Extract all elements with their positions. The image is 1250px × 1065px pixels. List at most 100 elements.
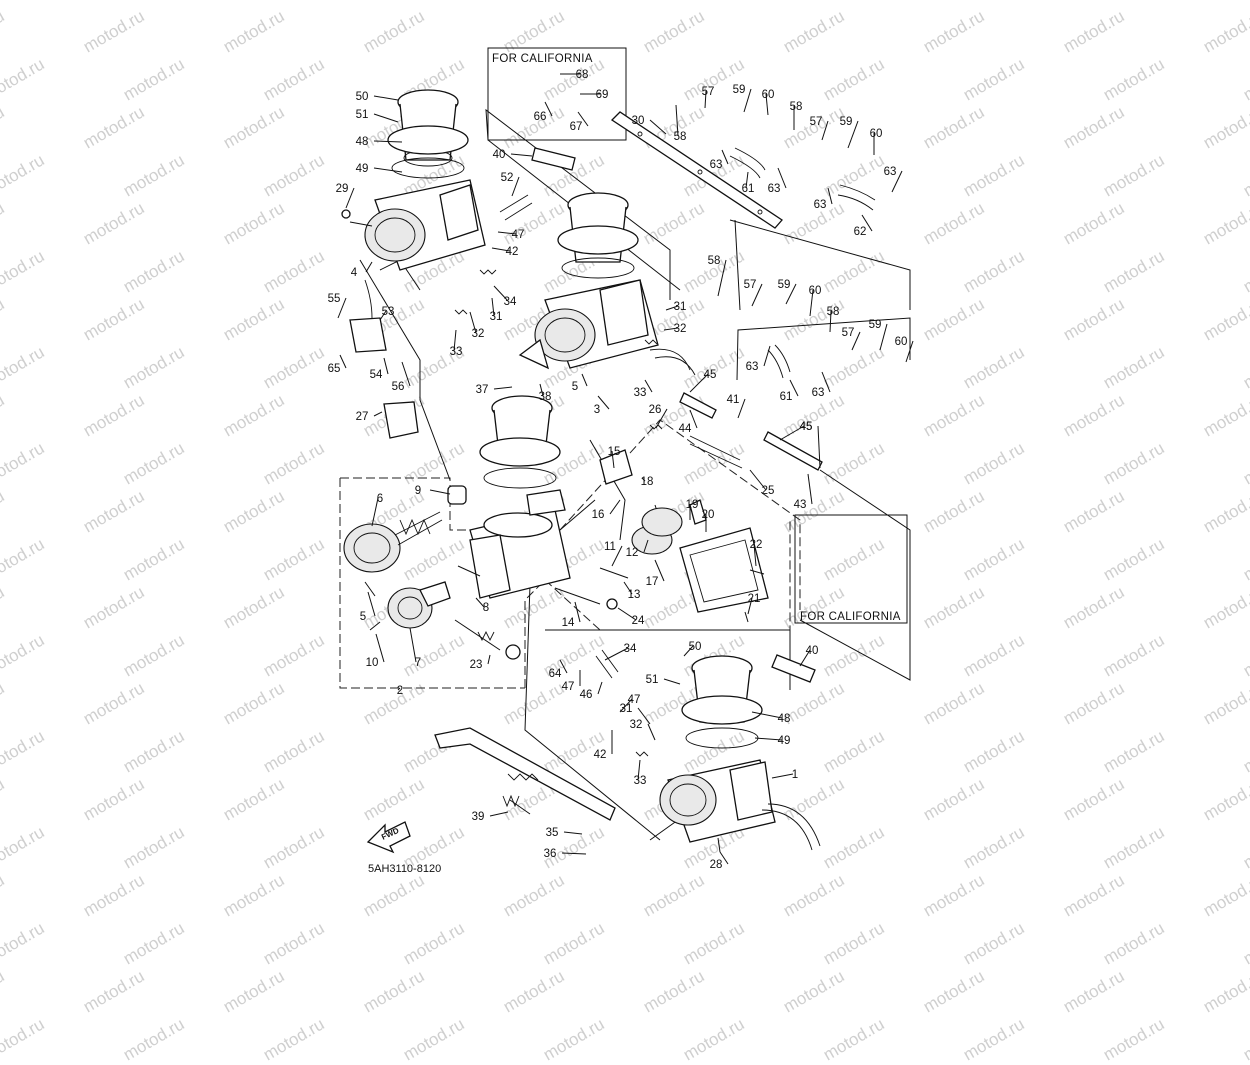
leader-line (771, 773, 794, 779)
watermark-text: motod.ru (960, 1014, 1028, 1065)
callout-22: 22 (750, 539, 763, 551)
callout-47: 47 (562, 681, 575, 693)
callout-26: 26 (649, 404, 662, 416)
callout-5: 5 (360, 611, 366, 623)
leader-line (373, 411, 383, 417)
callout-57: 57 (744, 279, 757, 291)
callout-50: 50 (356, 91, 369, 103)
callout-41: 41 (727, 394, 740, 406)
callout-56: 56 (392, 381, 405, 393)
leader-line (861, 214, 873, 232)
watermark-text: motod.ru (780, 966, 848, 1017)
callout-57: 57 (702, 86, 715, 98)
leader-line (743, 88, 752, 113)
callout-17: 17 (646, 576, 659, 588)
watermark-text: motod.ru (540, 1014, 608, 1065)
callout-33: 33 (634, 387, 647, 399)
leader-line (807, 473, 813, 505)
leader-line (847, 120, 859, 149)
leader-line (619, 698, 633, 713)
callout-42: 42 (594, 749, 607, 761)
leader-line (539, 383, 544, 397)
watermark-text: motod.ru (1100, 1014, 1168, 1065)
callout-63: 63 (768, 183, 781, 195)
callout-18: 18 (641, 476, 654, 488)
callout-36: 36 (544, 848, 557, 860)
callout-27: 27 (356, 411, 369, 423)
leader-line (623, 581, 633, 595)
callout-42: 42 (506, 246, 519, 258)
california-label-top: FOR CALIFORNIA (492, 53, 593, 65)
leader-line (745, 171, 749, 189)
leader-line (779, 425, 805, 441)
leader-line (785, 283, 797, 305)
carburetor-assembly-2 (343, 395, 571, 660)
callout-52: 52 (501, 172, 514, 184)
leader-line (749, 469, 767, 491)
leader-line (563, 831, 583, 835)
callout-51: 51 (646, 674, 659, 686)
leader-line (891, 170, 903, 193)
leader-line (379, 310, 387, 321)
leader-line (489, 811, 509, 817)
callout-30: 30 (632, 115, 645, 127)
leader-line (397, 687, 401, 691)
callout-66: 66 (534, 111, 547, 123)
callout-23: 23 (470, 659, 483, 671)
leader-line (649, 119, 667, 135)
callout-37: 37 (476, 384, 489, 396)
callout-1: 1 (792, 769, 798, 781)
callout-63: 63 (812, 387, 825, 399)
exploded-parts-diagram: FOR CALIFORNIA FOR CALIFORNIA (328, 47, 914, 875)
throttle-linkage-39 (434, 727, 616, 821)
leader-line (737, 398, 746, 419)
leader-line (475, 597, 485, 608)
callout-60: 60 (762, 89, 775, 101)
callout-55: 55 (328, 293, 341, 305)
leader-line (409, 627, 417, 663)
callout-34: 34 (624, 643, 637, 655)
watermark-text: motod.ru (400, 1014, 468, 1065)
leader-line (789, 379, 799, 397)
watermark-text: motod.ru (220, 966, 288, 1017)
callout-13: 13 (628, 589, 641, 601)
callout-58: 58 (674, 131, 687, 143)
callout-50: 50 (689, 641, 702, 653)
carburetor-assembly-3 (518, 192, 696, 376)
callout-40: 40 (806, 645, 819, 657)
callout-2: 2 (397, 685, 403, 697)
leader-line (663, 327, 679, 331)
leader-line (817, 425, 821, 469)
watermark-text: motod.ru (360, 966, 428, 1017)
callout-68: 68 (576, 69, 589, 81)
watermark-text: motod.ru (820, 1014, 888, 1065)
leader-line (365, 261, 373, 273)
leader-line (373, 167, 403, 173)
float-bowl-parts (554, 449, 769, 623)
callout-54: 54 (370, 369, 383, 381)
leader-line (654, 559, 665, 582)
callout-69: 69 (596, 89, 609, 101)
leader-line (763, 345, 771, 367)
callout-63: 63 (884, 166, 897, 178)
callout-33: 33 (634, 775, 647, 787)
leader-line (851, 331, 861, 351)
leader-line (453, 329, 457, 352)
watermark-text: motod.ru (0, 966, 8, 1017)
callout-63: 63 (746, 361, 759, 373)
callout-20: 20 (702, 509, 715, 521)
callout-31: 31 (490, 311, 503, 323)
leader-line (617, 607, 637, 621)
leader-line (469, 311, 477, 334)
leader-line (383, 357, 389, 375)
callout-48: 48 (356, 136, 369, 148)
leader-line (689, 409, 698, 429)
callout-11: 11 (604, 541, 616, 553)
callout-47: 47 (628, 694, 641, 706)
watermark-text: motod.ru (920, 966, 988, 1017)
callout-21: 21 (748, 593, 761, 605)
callout-39: 39 (472, 811, 485, 823)
leader-line (373, 140, 403, 143)
callout-33: 33 (450, 346, 463, 358)
